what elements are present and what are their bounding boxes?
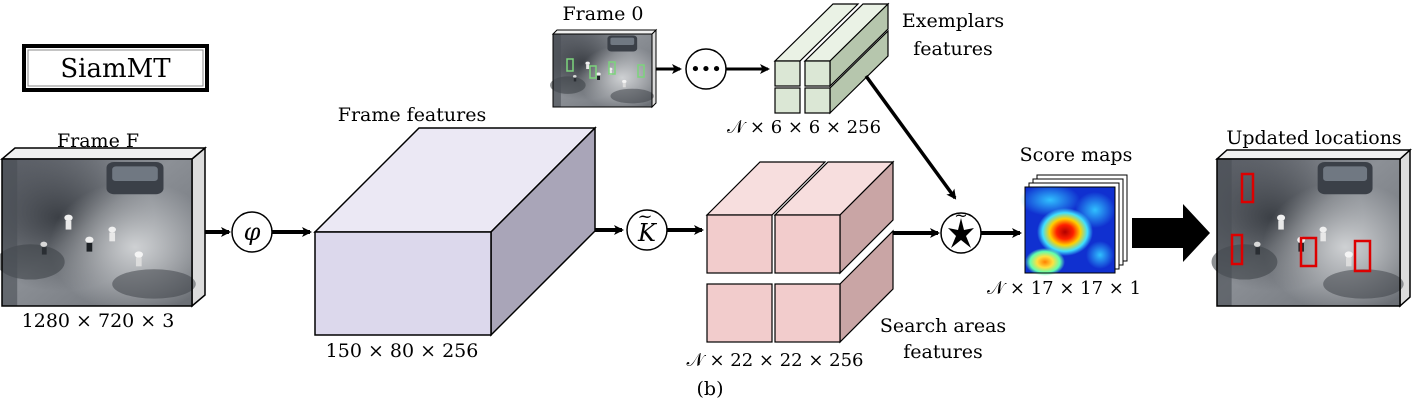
score-map-heatmap [1020,184,1115,276]
phi-symbol: φ [244,218,261,246]
search-cube-front-top-right [774,214,841,274]
tracked-box [1299,236,1318,268]
search-cube-front-top-left [705,161,827,274]
exemplars-size: 𝒩 × 6 × 6 × 256 [727,117,881,138]
frame-0-title: Frame 0 [563,3,644,25]
updated-title: Updated locations [1226,127,1401,149]
ellipsis-operator: ••• [685,48,727,90]
tracked-box [1230,233,1244,266]
model-name: SiamMT [60,54,171,84]
score-maps-stack [1020,174,1128,276]
kernel-tilde: ~ [637,206,652,227]
kernel-operator: K ~ [626,206,668,251]
model-name-box: SiamMT [22,44,209,92]
exemplar-box [637,64,645,78]
frame-features-size: 150 × 80 × 256 [326,340,479,362]
star-icon [948,218,974,248]
exemplars-title-1: Exemplars [902,10,1004,32]
arrow-exemplars-to-corr [864,74,957,200]
corr-tilde: ~ [954,206,967,225]
exemplar-box [566,58,574,72]
score-maps-title: Score maps [1020,144,1133,166]
score-maps-size: 𝒩 × 17 × 17 × 1 [987,278,1141,299]
exemplar-cube-front-bottom-right [804,87,831,114]
frame-features-cuboid [313,126,597,337]
frame-features-title: Frame features [338,104,486,126]
search-cube-back-top [773,160,895,275]
figure-caption: (b) [697,378,724,400]
frame-f-title: Frame F [57,130,139,152]
tracked-box [1353,239,1372,273]
correlation-operator: ~ [940,206,982,254]
exemplars-cuboids [773,2,890,115]
updated-locations-image [1211,148,1412,308]
exemplar-cube-front-bottom-left [774,87,801,114]
phi-operator: φ [231,211,273,253]
tracked-box [1240,172,1255,204]
search-areas-size: 𝒩 × 22 × 22 × 256 [687,350,864,371]
exemplar-cube-front-top-left [773,3,860,87]
exemplar-box [589,65,597,79]
search-areas-title-2: features [903,341,983,363]
big-output-arrow [1132,204,1210,262]
kernel-symbol: K [637,219,658,247]
exemplar-box [608,61,616,75]
frame-0-image [550,28,658,109]
exemplars-title-2: features [913,38,993,60]
frame-f-size: 1280 × 720 × 3 [22,310,175,332]
search-areas-title-1: Search areas [880,315,1006,337]
search-areas-cuboids [705,160,895,344]
frame-f-image [0,146,208,308]
search-cube-front-bottom-right [774,283,841,343]
exemplar-cube-front-top-right [804,60,831,87]
ellipsis-symbol: ••• [690,59,722,80]
search-cube-front-bottom-left [706,283,773,343]
